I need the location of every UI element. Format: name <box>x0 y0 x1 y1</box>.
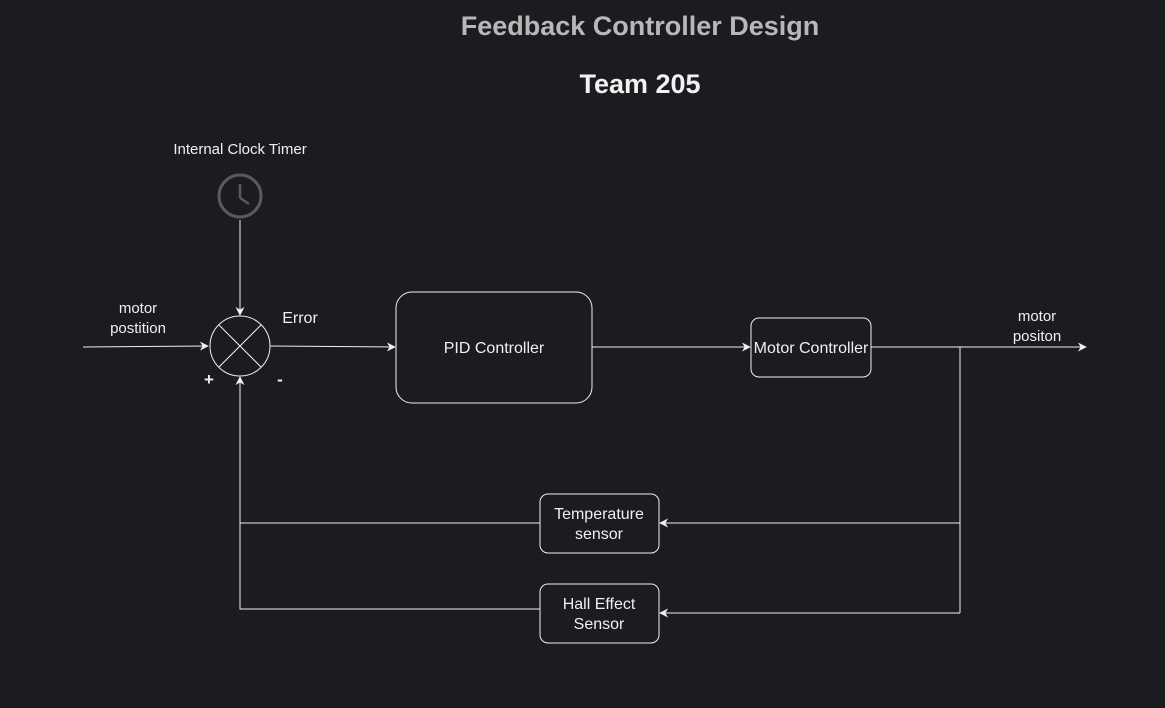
input-label-line1: motor <box>119 300 157 317</box>
pid-controller-label: PID Controller <box>444 340 545 357</box>
diagram-title: Feedback Controller Design <box>460 11 820 41</box>
minus-sign: - <box>277 370 283 389</box>
plus-sign: + <box>204 370 214 389</box>
clock-label: Internal Clock Timer <box>173 141 306 158</box>
hall-sensor-block <box>539 583 660 644</box>
hall-sensor-label-line1: Hall Effect <box>563 596 636 613</box>
input-arrow <box>82 341 209 351</box>
clock-icon <box>217 173 263 219</box>
error-label: Error <box>282 310 318 327</box>
motor-controller-label: Motor Controller <box>754 340 869 357</box>
output-label-line2: positon <box>1013 328 1061 345</box>
output-label-line1: motor <box>1018 308 1056 325</box>
temperature-sensor-label-line1: Temperature <box>554 506 644 523</box>
temperature-sensor-block <box>539 493 660 554</box>
temperature-sensor-label-line2: sensor <box>575 526 624 543</box>
diagram-subtitle: Team 205 <box>579 69 701 99</box>
hall-feedback-line <box>235 376 540 610</box>
summing-junction <box>209 315 271 377</box>
hall-sensor-label-line2: Sensor <box>574 616 625 633</box>
input-label-line2: postition <box>110 320 166 337</box>
error-arrow <box>269 342 396 352</box>
